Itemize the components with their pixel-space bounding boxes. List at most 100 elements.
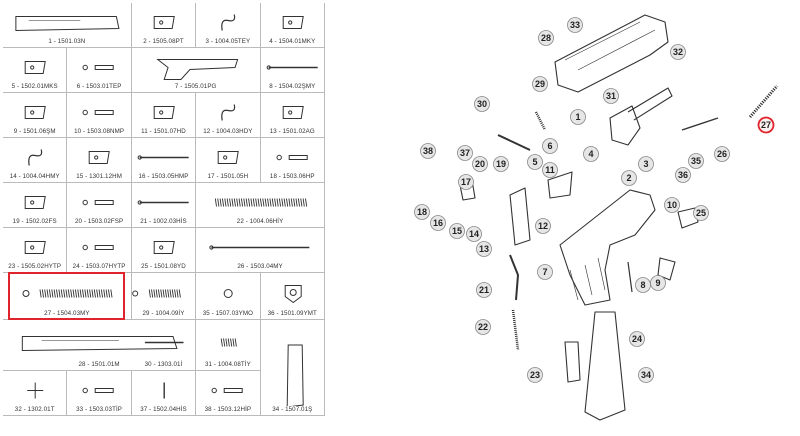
- svg-text:30: 30: [477, 99, 487, 109]
- part-label: 7 - 1505.01PG: [174, 83, 217, 90]
- magazine-drawing: [584, 311, 626, 421]
- part-hammer2-drawing: [217, 151, 239, 164]
- part-hammer-drawing: [89, 151, 111, 164]
- callout-23: 23: [527, 367, 543, 383]
- svg-text:36: 36: [678, 170, 688, 180]
- lever-drawing: [657, 257, 676, 281]
- part-label: 30 - 1303.01İ: [144, 361, 183, 368]
- part-label: 4 - 1504.01MKY: [269, 38, 316, 45]
- part-cell: 25 - 1501.08YD: [131, 228, 197, 273]
- svg-text:29: 29: [535, 79, 545, 89]
- part-small-pin-drawing: [82, 244, 115, 251]
- svg-text:32: 32: [673, 47, 683, 57]
- svg-text:21: 21: [479, 285, 489, 295]
- frame-drawing: [559, 189, 656, 306]
- slide-stop-drawing: [509, 254, 519, 301]
- callout-24: 24: [629, 331, 645, 347]
- guide-rod-drawing: [681, 117, 719, 131]
- callout-4: 4: [583, 146, 599, 162]
- callout-9: 9: [650, 275, 666, 291]
- callout-33: 33: [567, 17, 583, 33]
- spring-22-drawing: [511, 309, 520, 351]
- part-cell: 17 - 1501.05H: [196, 138, 261, 183]
- svg-text:20: 20: [475, 159, 485, 169]
- part-cell: 18 - 1503.06HP: [260, 138, 325, 183]
- part-label: 9 - 1501.06ŞM: [13, 128, 56, 135]
- svg-text:11: 11: [545, 165, 555, 175]
- part-frame-drawing: [156, 59, 239, 80]
- striker-spring-drawing: [534, 111, 547, 131]
- part-rod-drawing: [266, 65, 318, 70]
- part-label: 24 - 1503.07HYTP: [72, 263, 126, 270]
- svg-text:6: 6: [547, 141, 552, 151]
- part-long-flat-drawing: [137, 200, 189, 205]
- part-label: 32 - 1302.01T: [14, 406, 55, 413]
- part-cap-drawing: [24, 241, 46, 254]
- part-cell: 3 - 1004.05TEY: [196, 3, 261, 48]
- part-pin-pair-drawing: [153, 16, 175, 29]
- part-label: 23 - 1505.02HYTP: [8, 263, 62, 270]
- part-firing-pin-drawing: [144, 341, 184, 344]
- part-label: 13 - 1501.02AG: [269, 128, 315, 135]
- part-label: 25 - 1501.08YD: [141, 263, 186, 270]
- svg-text:35: 35: [691, 156, 701, 166]
- part-cell: 19 - 1502.02FS: [3, 183, 68, 228]
- part-label: 8 - 1504.02ŞMY: [269, 83, 316, 90]
- part-spring-drawing: [215, 198, 308, 207]
- callout-7: 7: [537, 264, 553, 280]
- svg-text:16: 16: [433, 218, 443, 228]
- callout-34: 34: [638, 367, 654, 383]
- part-cell: 11 - 1501.07HD: [131, 93, 197, 138]
- part-cell: 29 - 1004.09İY: [131, 273, 197, 320]
- part-cell: 5 - 1502.01MKS: [3, 48, 68, 93]
- part-label: 35 - 1507.03YMO: [202, 310, 254, 317]
- svg-text:12: 12: [538, 221, 548, 231]
- part-tiny-spring-drawing: [220, 338, 238, 347]
- svg-text:26: 26: [717, 149, 727, 159]
- part-label: 26 - 1503.04MY: [237, 263, 283, 270]
- part-label: 19 - 1502.02FS: [12, 218, 57, 225]
- part-short-spring-drawing: [131, 289, 181, 298]
- callout-27: 27: [757, 116, 775, 134]
- part-cell: 23 - 1505.02HYTP: [3, 228, 68, 273]
- callout-3: 3: [638, 156, 654, 172]
- part-cell: 12 - 1004.03HDY: [196, 93, 261, 138]
- part-label: 33 - 1503.03TİP: [76, 406, 123, 413]
- part-vertical-pin-drawing: [163, 382, 165, 399]
- callout-16: 16: [430, 215, 446, 231]
- svg-text:5: 5: [532, 157, 537, 167]
- part-cell: 14 - 1004.04HMY: [3, 138, 68, 183]
- part-label: 14 - 1004.04HMY: [9, 173, 60, 180]
- callout-12: 12: [535, 218, 551, 234]
- part-25-drawing: [677, 207, 699, 229]
- part-cell: 13 - 1501.02AG: [260, 93, 325, 138]
- callout-28: 28: [538, 30, 554, 46]
- svg-text:13: 13: [479, 244, 489, 254]
- part-cell: 9 - 1501.06ŞM: [3, 93, 68, 138]
- part-cell: 4 - 1504.01MKY: [260, 3, 325, 48]
- svg-text:3: 3: [643, 159, 648, 169]
- part-cell: 16 - 1503.05HMP: [131, 138, 197, 183]
- part-cell: 31 - 1004.08TİY: [196, 320, 261, 371]
- part-label: 21 - 1002.03HİS: [140, 218, 187, 225]
- firing-pin-drawing: [497, 134, 531, 151]
- part-cell: 26 - 1503.04MY: [196, 228, 325, 273]
- part-recoil-spring-drawing: [22, 289, 113, 298]
- barrel-drawing: [627, 87, 673, 121]
- svg-text:1: 1: [575, 112, 580, 122]
- part-label: 12 - 1004.03HDY: [203, 128, 253, 135]
- part-dot-pin-drawing: [276, 154, 308, 161]
- callout-21: 21: [476, 282, 492, 298]
- svg-text:8: 8: [640, 280, 645, 290]
- magazine-follower-drawing: [564, 341, 581, 383]
- callout-14: 14: [466, 226, 482, 242]
- part-label: 6 - 1503.01TEP: [76, 83, 122, 90]
- part-label: 11 - 1501.07HD: [141, 128, 186, 135]
- svg-text:24: 24: [632, 334, 642, 344]
- callout-18: 18: [414, 204, 430, 220]
- part-label: 31 - 1004.08TİY: [204, 361, 251, 368]
- part-label: 17 - 1501.05H: [207, 173, 249, 180]
- svg-text:15: 15: [452, 226, 462, 236]
